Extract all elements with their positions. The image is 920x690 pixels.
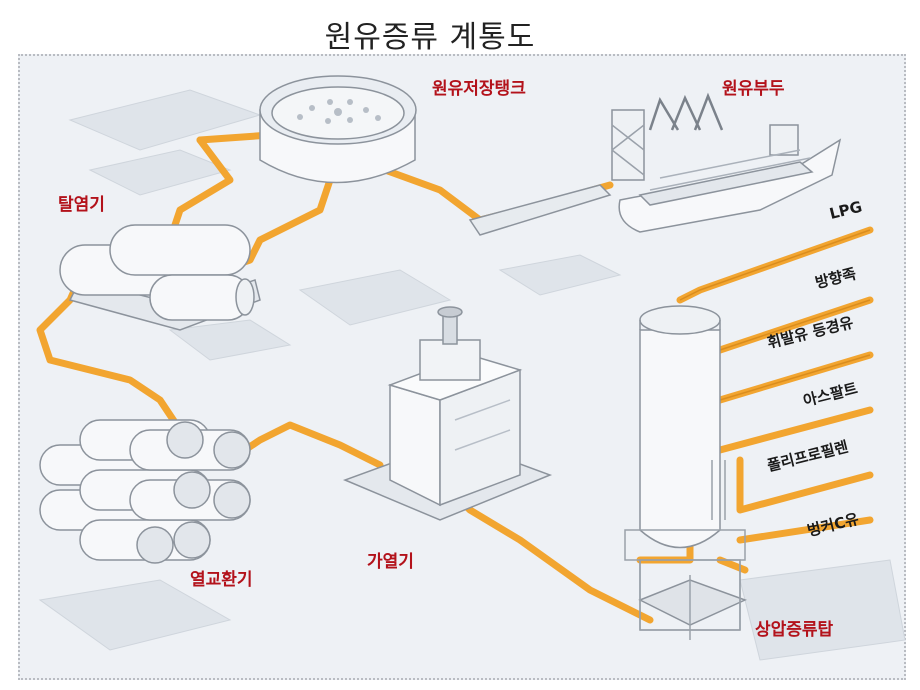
label-heat-exchanger: 열교환기 [190, 570, 253, 590]
heater-graphic [342, 306, 553, 521]
ground-blocks [38, 89, 906, 661]
desalter-graphic [59, 224, 261, 331]
label-desalter: 탈염기 [58, 195, 105, 215]
heat-exchanger-graphic [39, 419, 251, 564]
label-heater: 가열기 [367, 552, 414, 572]
distillation-tower-graphic [624, 305, 747, 640]
storage-tank-graphic [259, 75, 417, 184]
tanker-ship-graphic [468, 92, 842, 236]
label-storage-tank: 원유저장탱크 [432, 79, 526, 99]
label-crude-pier: 원유부두 [722, 79, 785, 99]
slide-title: 원유증류 계통도 [324, 20, 536, 55]
label-distillation-tower: 상압증류탑 [755, 620, 834, 640]
